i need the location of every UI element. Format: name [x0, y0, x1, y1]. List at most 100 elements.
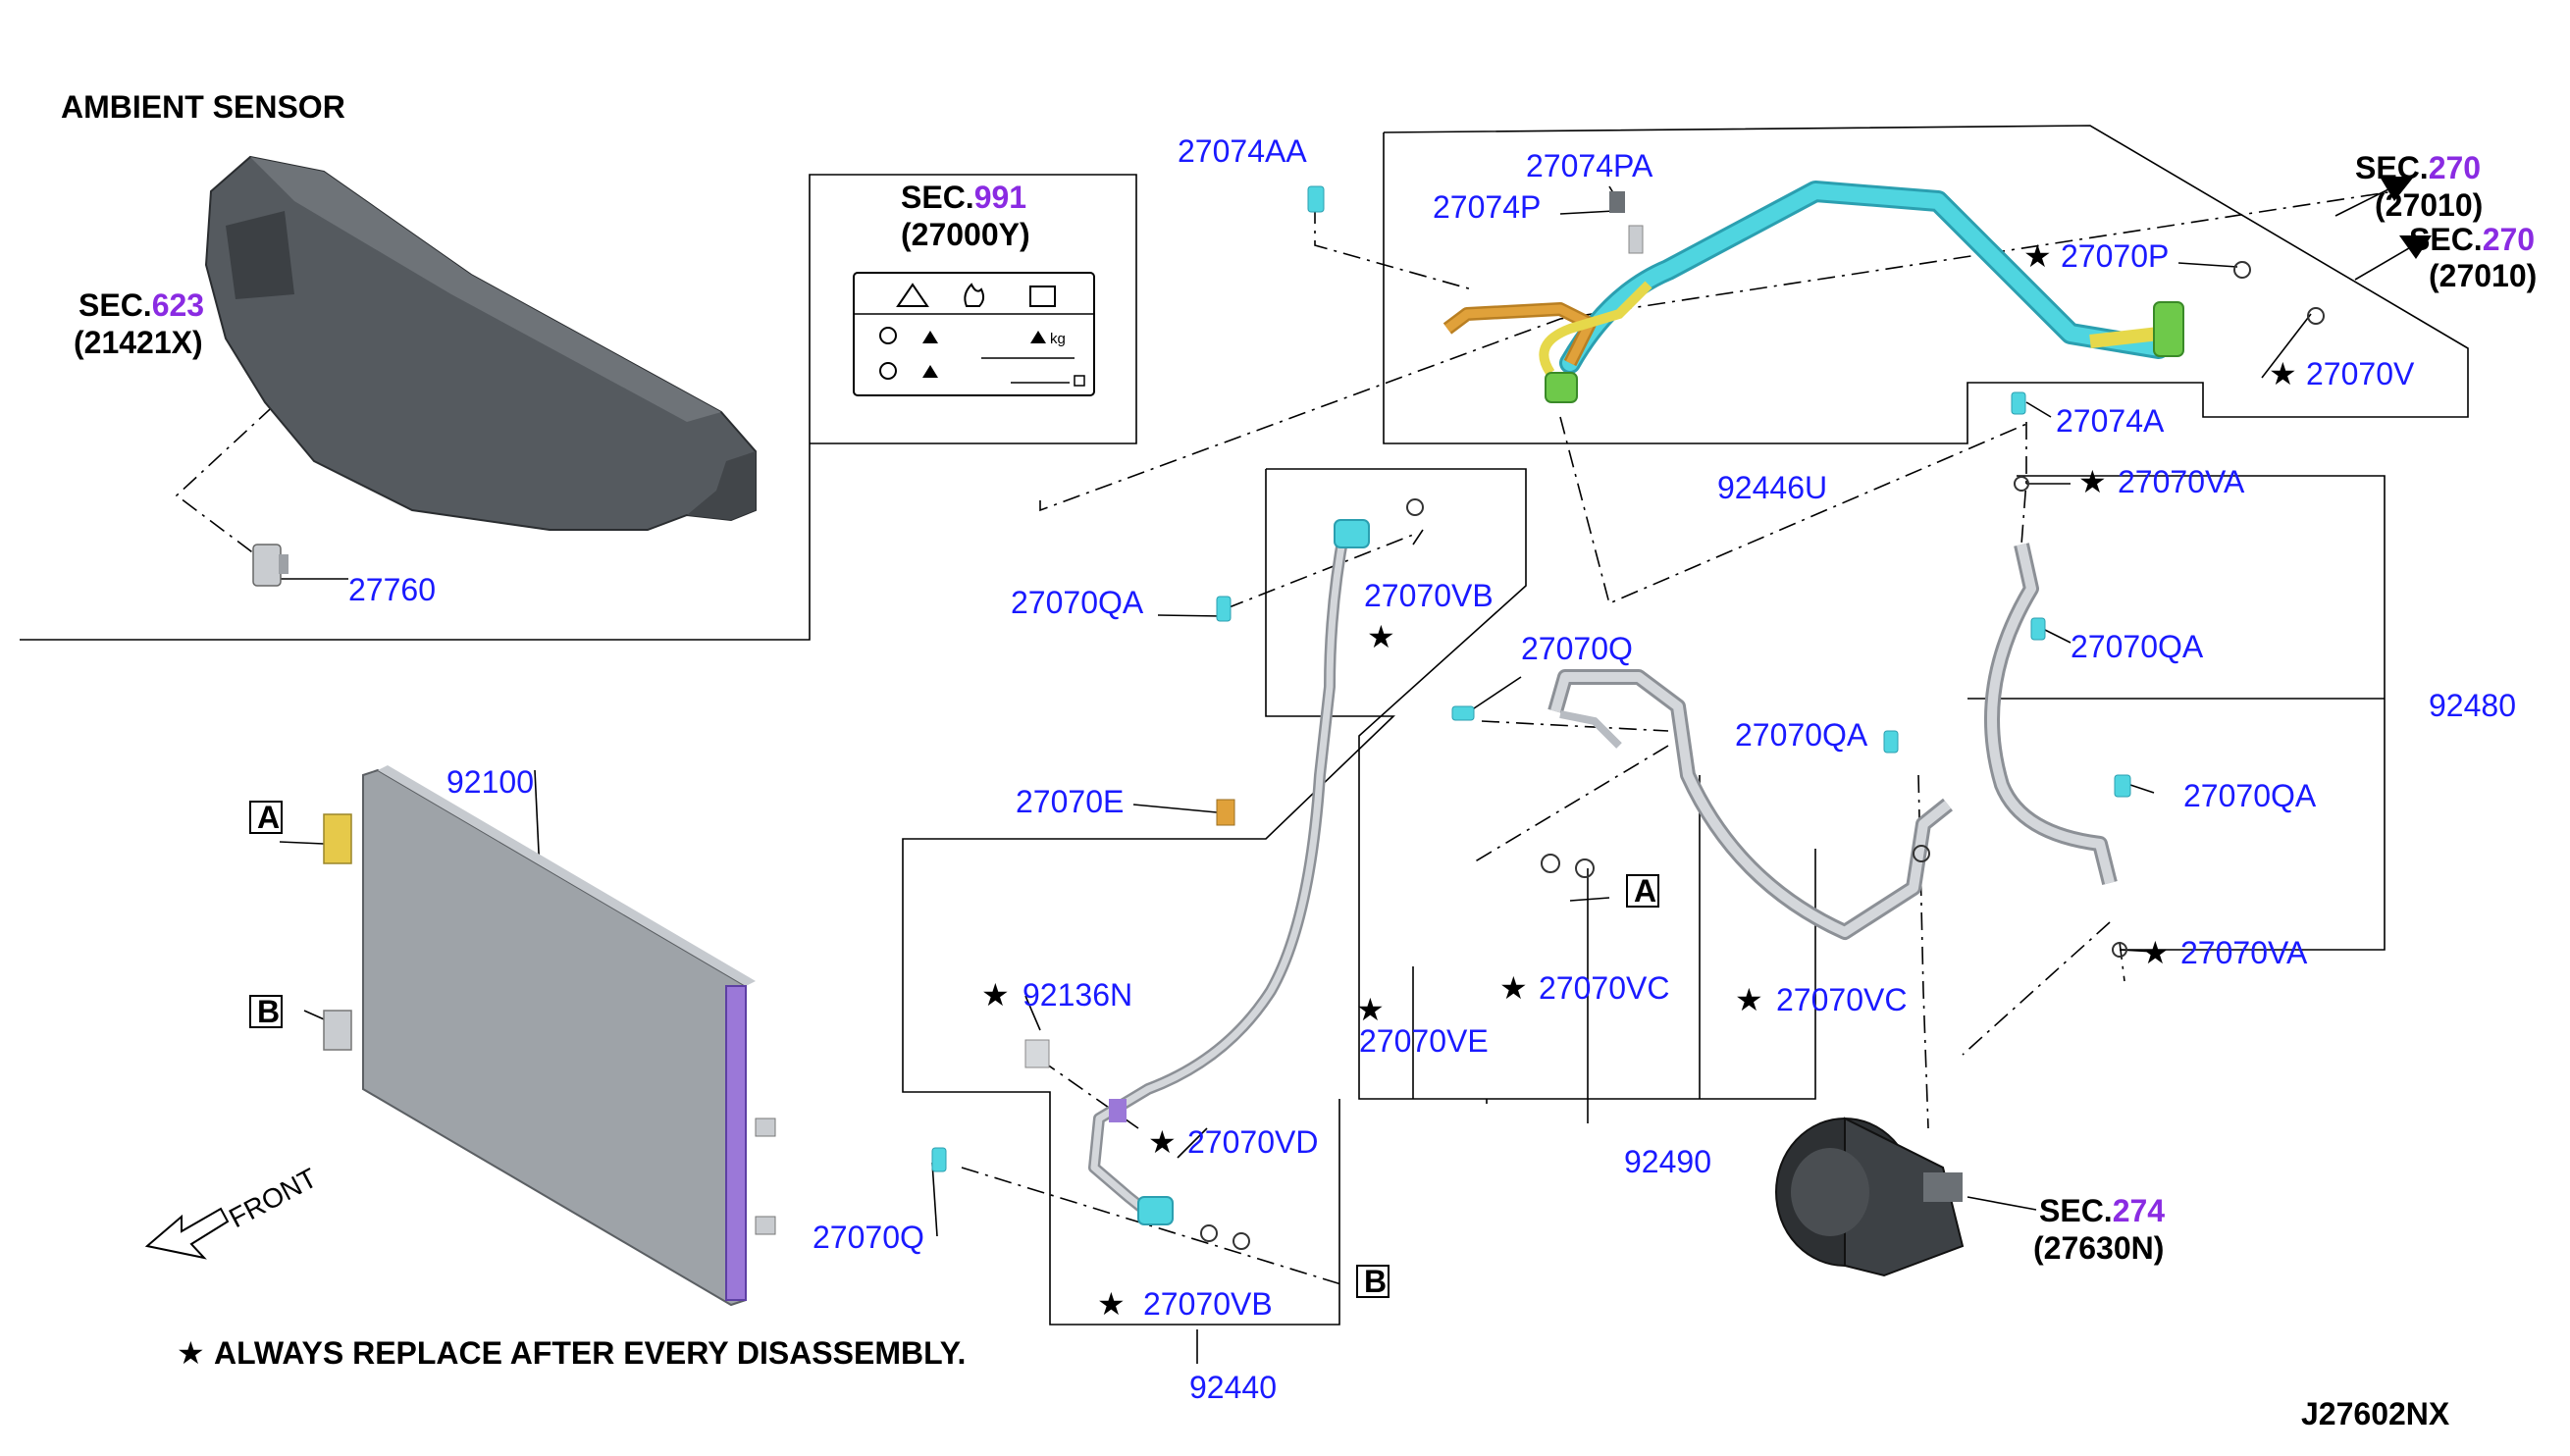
sec-991-code: (27000Y) [901, 217, 1030, 252]
star-27070VD: ★ [1148, 1123, 1177, 1161]
sec-274-code: (27630N) [2033, 1230, 2164, 1266]
bolt-27070Q [1451, 705, 1475, 721]
part-92480[interactable]: 92480 [2429, 688, 2516, 723]
o-ring [1233, 1232, 1250, 1250]
sec-270-code-upper: (27010) [2375, 187, 2483, 223]
part-27070VE[interactable]: 27070VE [1359, 1023, 1489, 1059]
part-27070QA-left[interactable]: 27070QA [1011, 585, 1144, 620]
fittings [931, 185, 2325, 1250]
o-ring [1406, 498, 1424, 516]
o-ring [1200, 1224, 1218, 1242]
o-ring [1541, 854, 1560, 873]
diagram-id: J27602NX [2301, 1396, 2450, 1431]
sec-623-code: (21421X) [74, 325, 203, 360]
bolt-27074A [2011, 391, 2026, 415]
condenser-bracket-a [323, 813, 352, 864]
star-27070V: ★ [2269, 355, 2297, 392]
hose-92480 [1984, 543, 2118, 885]
ambient-sensor-title: AMBIENT SENSOR [61, 89, 345, 125]
part-27074A[interactable]: 27074A [2056, 403, 2165, 439]
star-27070VB-top: ★ [1367, 618, 1395, 655]
star-27070VC-right: ★ [1735, 981, 1763, 1018]
star-92136N: ★ [981, 976, 1010, 1014]
ambient-sensor-part [252, 544, 288, 587]
bracket-27070E [1216, 799, 1235, 826]
o-ring [2307, 307, 2325, 325]
pressure-sensor-92136N [1024, 1039, 1050, 1068]
bolt-27070QA [1216, 596, 1232, 622]
part-27070VA-bot[interactable]: 27070VA [2180, 935, 2308, 970]
sec-270-ref-lower: SEC.270 [2409, 222, 2535, 257]
pressure-switch [1609, 191, 1625, 213]
part-27070VC-left[interactable]: 27070VC [1539, 970, 1669, 1006]
part-27070VB-bot[interactable]: 27070VB [1143, 1286, 1273, 1322]
part-27070P[interactable]: 27070P [2061, 238, 2169, 274]
svg-text:kg: kg [1050, 331, 1066, 347]
sec-270-code-lower: (27010) [2429, 258, 2537, 293]
sec-991-ref: SEC.991 [901, 180, 1026, 215]
part-27070VB-top[interactable]: 27070VB [1364, 578, 1494, 613]
part-27070E[interactable]: 27070E [1016, 784, 1124, 819]
flame-icon [964, 283, 985, 307]
part-27070QA-right[interactable]: 27070QA [2071, 629, 2204, 664]
warning-label-placard: kg [853, 272, 1095, 396]
part-27070QA-far[interactable]: 27070QA [2183, 778, 2317, 813]
sec-623-ref: SEC.623 [79, 287, 204, 323]
o-ring [2112, 942, 2127, 958]
part-92440[interactable]: 92440 [1189, 1370, 1277, 1405]
o-ring [2014, 476, 2029, 492]
marker-b-left: B [257, 994, 280, 1029]
part-27070Q-bot[interactable]: 27070Q [813, 1220, 924, 1255]
small-warning-icon [922, 365, 938, 378]
compressor [1775, 1117, 1965, 1277]
hose-92490 [1547, 669, 1953, 940]
sun-icon [879, 327, 897, 344]
sec-274-ref: SEC.274 [2039, 1193, 2165, 1228]
part-27074PA[interactable]: 27074PA [1526, 148, 1653, 183]
bolt-27070QA-right [2030, 617, 2046, 641]
o-ring [2233, 261, 2251, 279]
part-27070VA-top[interactable]: 27070VA [2118, 464, 2245, 499]
block-fitting [2153, 301, 2184, 357]
part-27070VD[interactable]: 27070VD [1187, 1124, 1318, 1160]
part-27070QA-mid[interactable]: 27070QA [1735, 717, 1868, 753]
bolt-27070QA-mid [1883, 730, 1899, 754]
condenser-92100 [323, 765, 776, 1307]
part-92136N[interactable]: 92136N [1023, 977, 1132, 1013]
sec270-arrows [2334, 177, 2432, 281]
bolt-27074AA [1307, 185, 1325, 213]
small-warning-icon [1030, 331, 1046, 343]
pipe-assembly-92446U [1442, 181, 2184, 403]
part-92490[interactable]: 92490 [1624, 1144, 1711, 1179]
star-27070P: ★ [2023, 237, 2052, 275]
part-27074AA[interactable]: 27074AA [1178, 133, 1307, 169]
pipe-92440 [1024, 519, 1370, 1225]
part-27760[interactable]: 27760 [348, 572, 436, 607]
part-92100[interactable]: 92100 [446, 764, 534, 800]
part-92446U[interactable]: 92446U [1717, 470, 1827, 505]
part-27074P[interactable]: 27074P [1433, 189, 1541, 225]
star-27070VA-top: ★ [2078, 463, 2107, 500]
star-27070VA-bot: ★ [2141, 934, 2170, 971]
warning-triangle-icon [896, 283, 929, 307]
star-27070VE: ★ [1356, 991, 1385, 1028]
part-27070VC-right[interactable]: 27070VC [1776, 982, 1907, 1017]
marker-b-right: B [1364, 1264, 1387, 1299]
receiver-drier [725, 985, 747, 1301]
sec-270-ref-upper: SEC.270 [2355, 150, 2481, 185]
service-valve [1628, 225, 1644, 254]
o-ring [1913, 845, 1930, 862]
leader-lines [270, 185, 2312, 1364]
front-label: FRONT [224, 1163, 322, 1234]
fan-icon [879, 362, 897, 380]
bolt-27070QA-far [2114, 774, 2131, 798]
cowl-top-panel [204, 155, 757, 531]
block-fitting [1545, 372, 1578, 403]
part-27070Q-mid[interactable]: 27070Q [1521, 631, 1633, 666]
bolt-27070Q-bot [931, 1147, 947, 1172]
marker-a-left: A [257, 800, 280, 835]
star-27070VC-left: ★ [1499, 969, 1528, 1007]
part-27070V[interactable]: 27070V [2306, 356, 2415, 391]
